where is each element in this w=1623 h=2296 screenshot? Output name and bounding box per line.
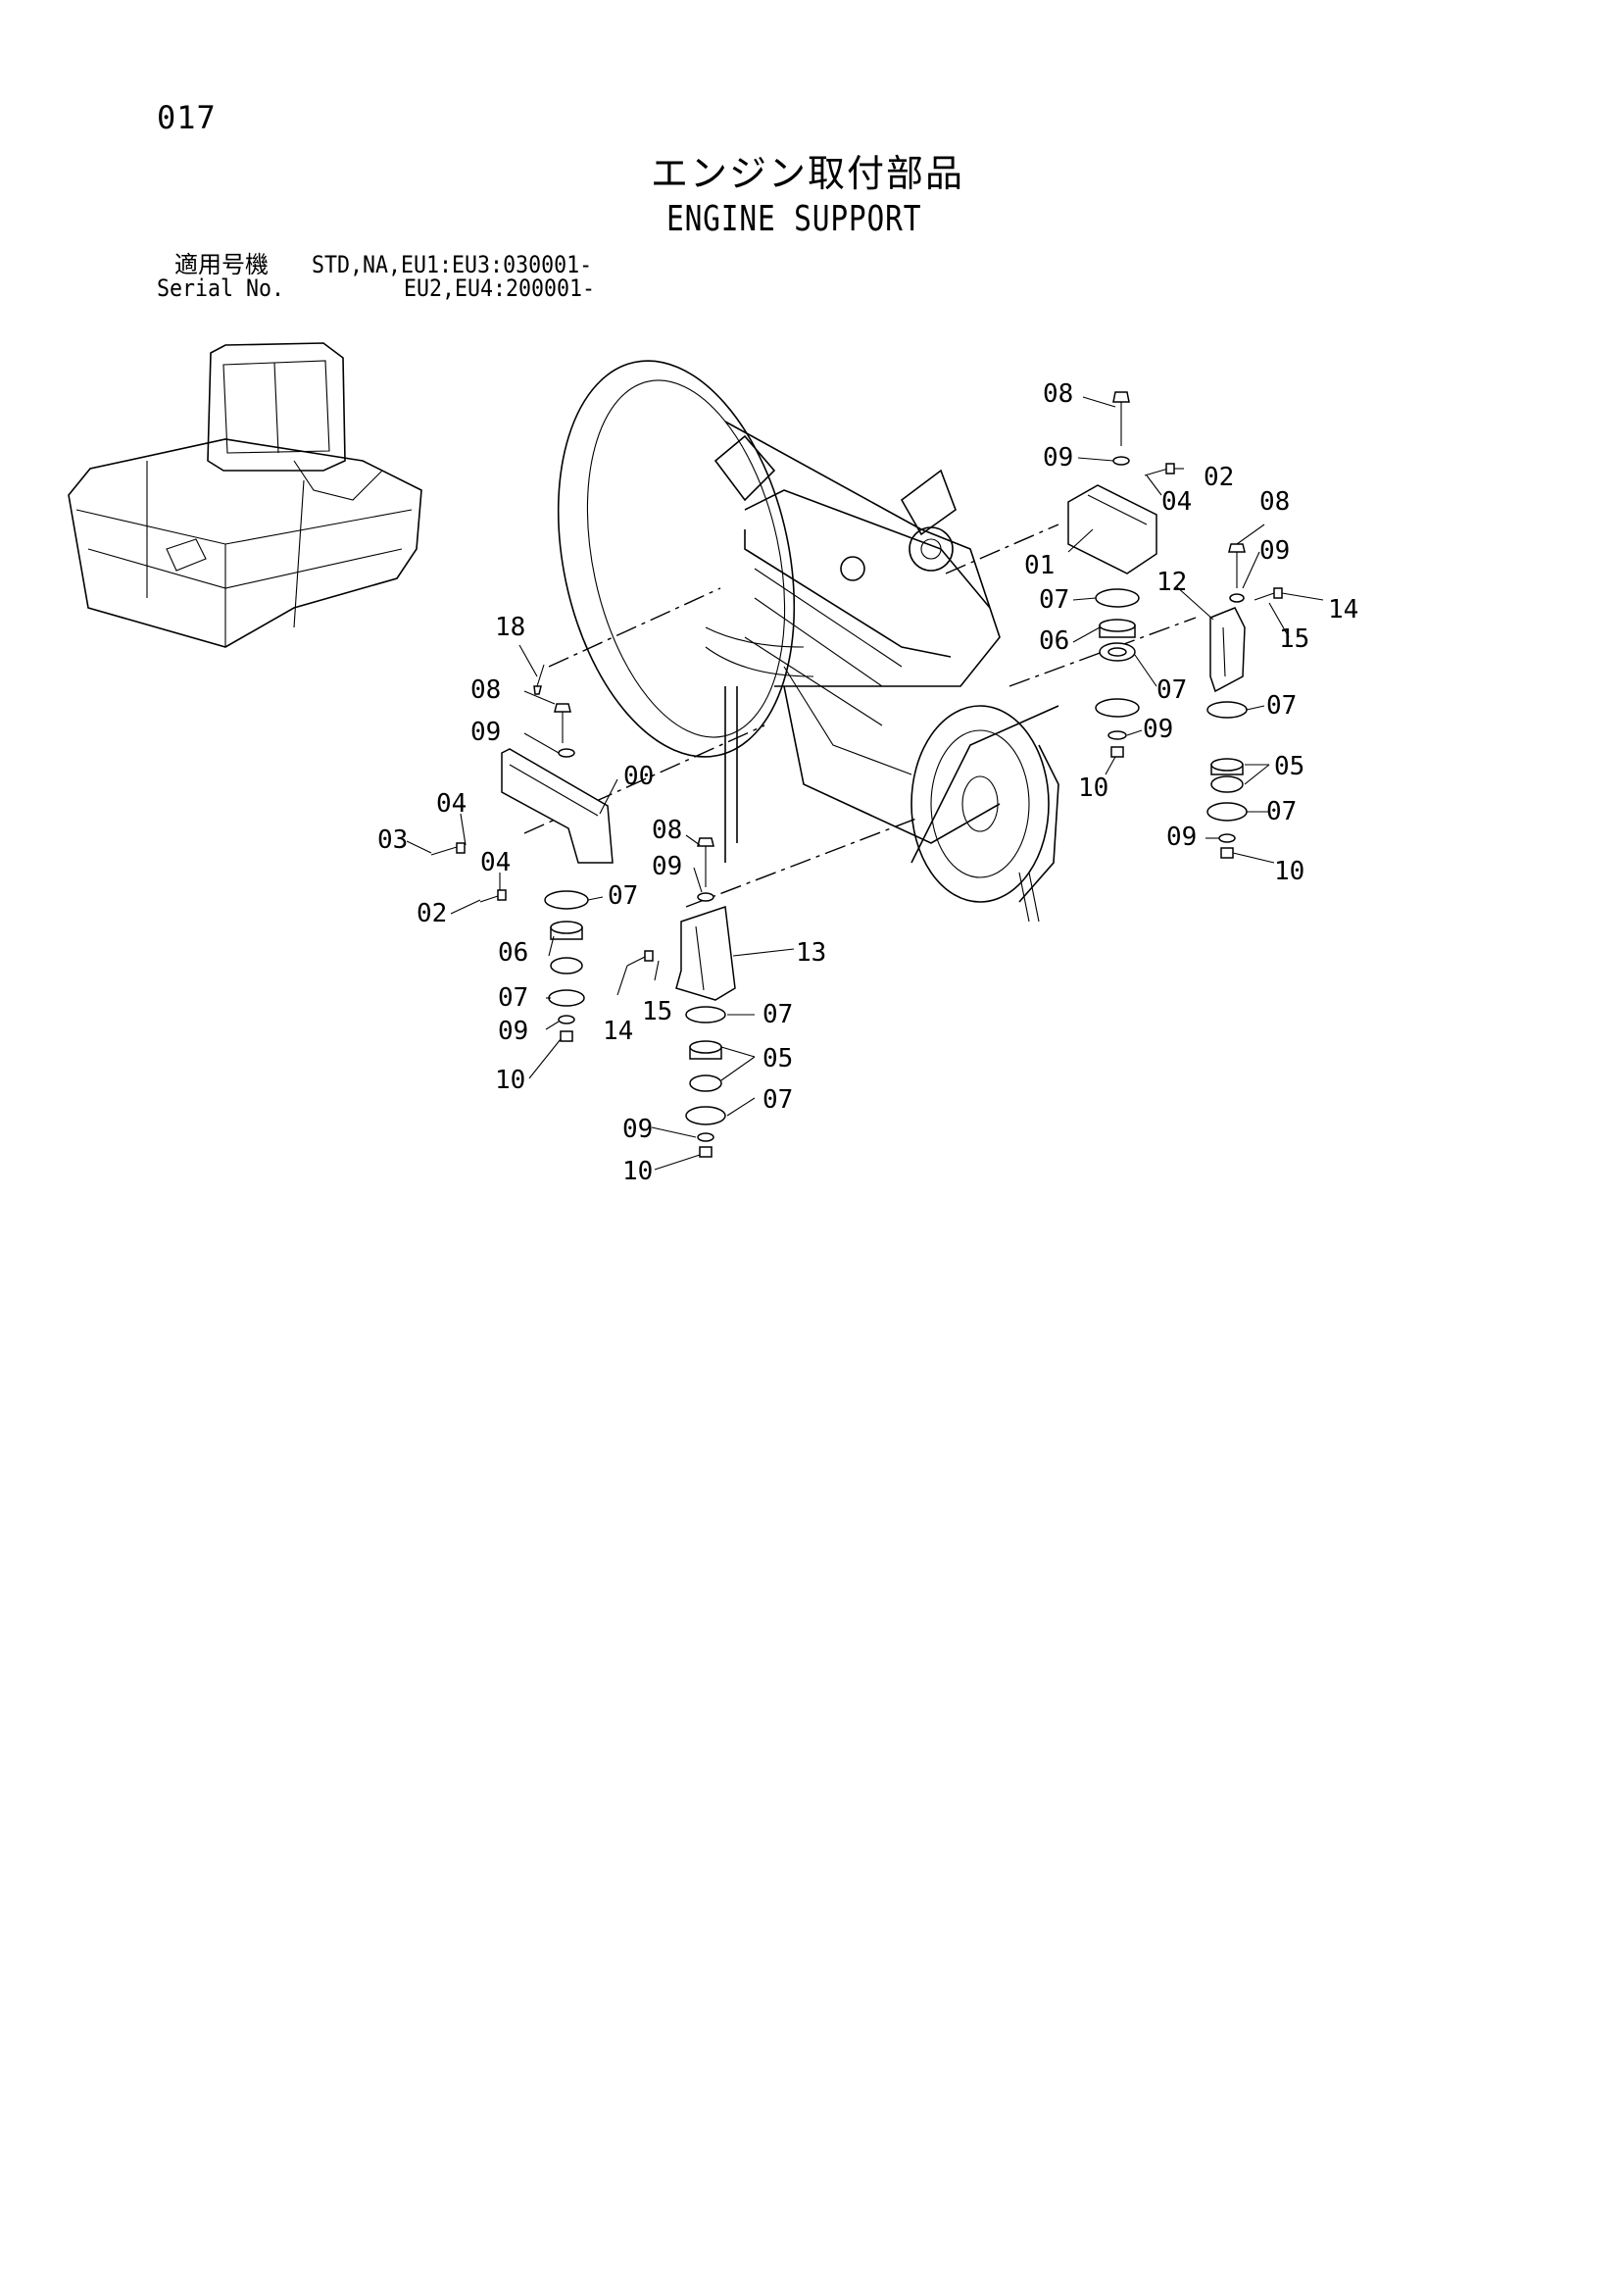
callout-03: 03 — [377, 825, 408, 855]
bracket-13-group — [626, 837, 736, 1158]
callout-09: 09 — [622, 1115, 653, 1144]
callout-06: 06 — [1039, 626, 1069, 656]
callout-05: 05 — [762, 1044, 793, 1073]
callout-06: 06 — [498, 938, 528, 968]
callout-04: 04 — [436, 789, 467, 819]
callout-14: 14 — [1328, 595, 1358, 624]
callout-09: 09 — [470, 718, 501, 747]
callout-07: 07 — [1039, 585, 1069, 615]
callout-07: 07 — [1266, 797, 1297, 826]
serial-label-japanese: 適用号機 — [174, 251, 269, 278]
serial-range-2: EU2,EU4:200001- — [404, 275, 596, 302]
page-title: ENGINE SUPPORT — [666, 199, 922, 239]
callout-13: 13 — [796, 938, 826, 968]
callout-10: 10 — [1274, 857, 1304, 886]
callout-07: 07 — [1156, 675, 1187, 705]
callout-07: 07 — [762, 1085, 793, 1115]
serial-range-1: STD,NA,EU1:EU3:030001- — [312, 251, 593, 278]
callout-09: 09 — [498, 1017, 528, 1046]
callout-12: 12 — [1156, 568, 1187, 597]
callout-09: 09 — [1166, 823, 1197, 852]
callout-09: 09 — [652, 852, 682, 881]
callout-15: 15 — [1279, 624, 1309, 654]
bracket-01-group — [1067, 391, 1175, 758]
callout-08: 08 — [652, 816, 682, 845]
assembly-lines — [523, 524, 1197, 908]
bracket-12-group — [1206, 543, 1283, 859]
callout-07: 07 — [608, 881, 638, 911]
callout-01: 01 — [1024, 551, 1055, 580]
callout-10: 10 — [1078, 774, 1108, 803]
callout-18: 18 — [495, 613, 525, 642]
serial-label: Serial No. — [157, 275, 285, 302]
leader-lines — [406, 396, 1324, 1171]
engine-assembly — [557, 360, 1059, 923]
callout-07: 07 — [1266, 691, 1297, 721]
callout-08: 08 — [1043, 379, 1073, 409]
callout-15: 15 — [642, 997, 672, 1026]
callout-07: 07 — [498, 983, 528, 1013]
excavator-thumbnail — [68, 342, 422, 648]
callout-labels: 08 09 02 04 01 07 06 07 09 10 08 09 12 1… — [377, 379, 1358, 1186]
callout-08: 08 — [1259, 487, 1290, 517]
callout-14: 14 — [603, 1017, 633, 1046]
callout-09: 09 — [1259, 536, 1290, 566]
callout-10: 10 — [495, 1066, 525, 1095]
callout-05: 05 — [1274, 752, 1304, 781]
page-title-japanese: エンジン取付部品 — [651, 152, 965, 195]
callout-04: 04 — [480, 848, 511, 877]
callout-02: 02 — [1204, 463, 1234, 492]
page-number: 017 — [157, 99, 217, 136]
callout-07: 07 — [762, 1000, 793, 1029]
callout-00: 00 — [623, 762, 654, 791]
bracket-00-group — [430, 664, 614, 1042]
callout-02: 02 — [417, 899, 447, 928]
callout-08: 08 — [470, 675, 501, 705]
callout-10: 10 — [622, 1157, 653, 1186]
callout-09: 09 — [1043, 443, 1073, 473]
callout-09: 09 — [1143, 715, 1173, 744]
callout-04: 04 — [1161, 487, 1192, 517]
